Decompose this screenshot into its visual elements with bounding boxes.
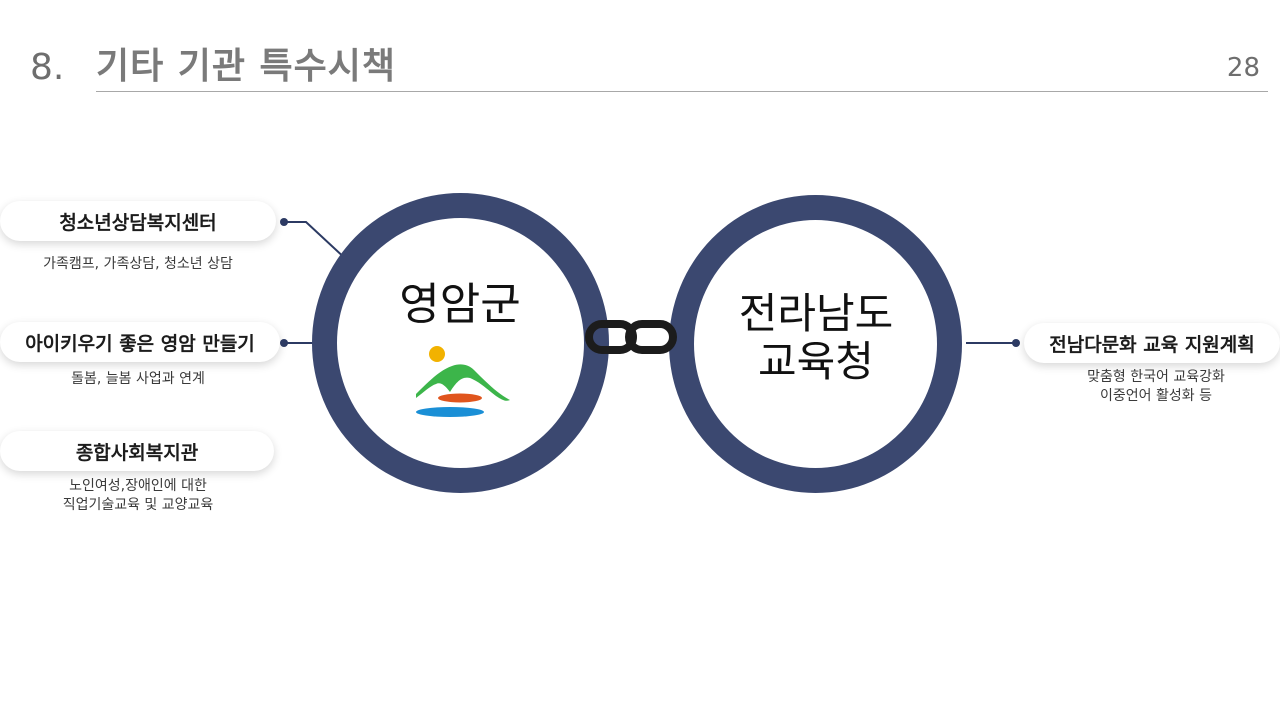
pill-jeonnam-multicultural-desc: 맞춤형 한국어 교육강화 이중언어 활성화 등 (1087, 369, 1225, 404)
page-title: 기타 기관 특수시책 (96, 46, 397, 87)
pill-childcare-yeongam: 아이키우기 좋은 영암 만들기 (0, 322, 280, 362)
pill-social-welfare-desc: 노인여성,장애인에 대한 직업기술교육 및 교양교육 (62, 478, 214, 513)
chain-link-icon (585, 320, 677, 354)
ring-label-jeonnam: 전라남도 교육청 (738, 289, 894, 386)
title-divider (96, 91, 1268, 92)
connector-dot-2 (280, 339, 288, 347)
page-number: 28 (1226, 53, 1260, 83)
ring-label-yeongam: 영암군 (399, 279, 521, 330)
pill-youth-counseling-desc: 가족캠프, 가족상담, 청소년 상담 (43, 256, 233, 272)
section-number: 8. (30, 47, 65, 88)
pill-jeonnam-multicultural-plan: 전남다문화 교육 지원계획 (1024, 323, 1280, 363)
yeongam-logo-icon (416, 346, 510, 417)
connector-dot-1 (280, 218, 288, 226)
pill-childcare-desc: 돌봄, 늘봄 사업과 연계 (71, 371, 205, 387)
pill-social-welfare-center: 종합사회복지관 (0, 431, 274, 471)
connector-dot-4 (1012, 339, 1020, 347)
pill-youth-counseling-center: 청소년상담복지센터 (0, 201, 276, 241)
